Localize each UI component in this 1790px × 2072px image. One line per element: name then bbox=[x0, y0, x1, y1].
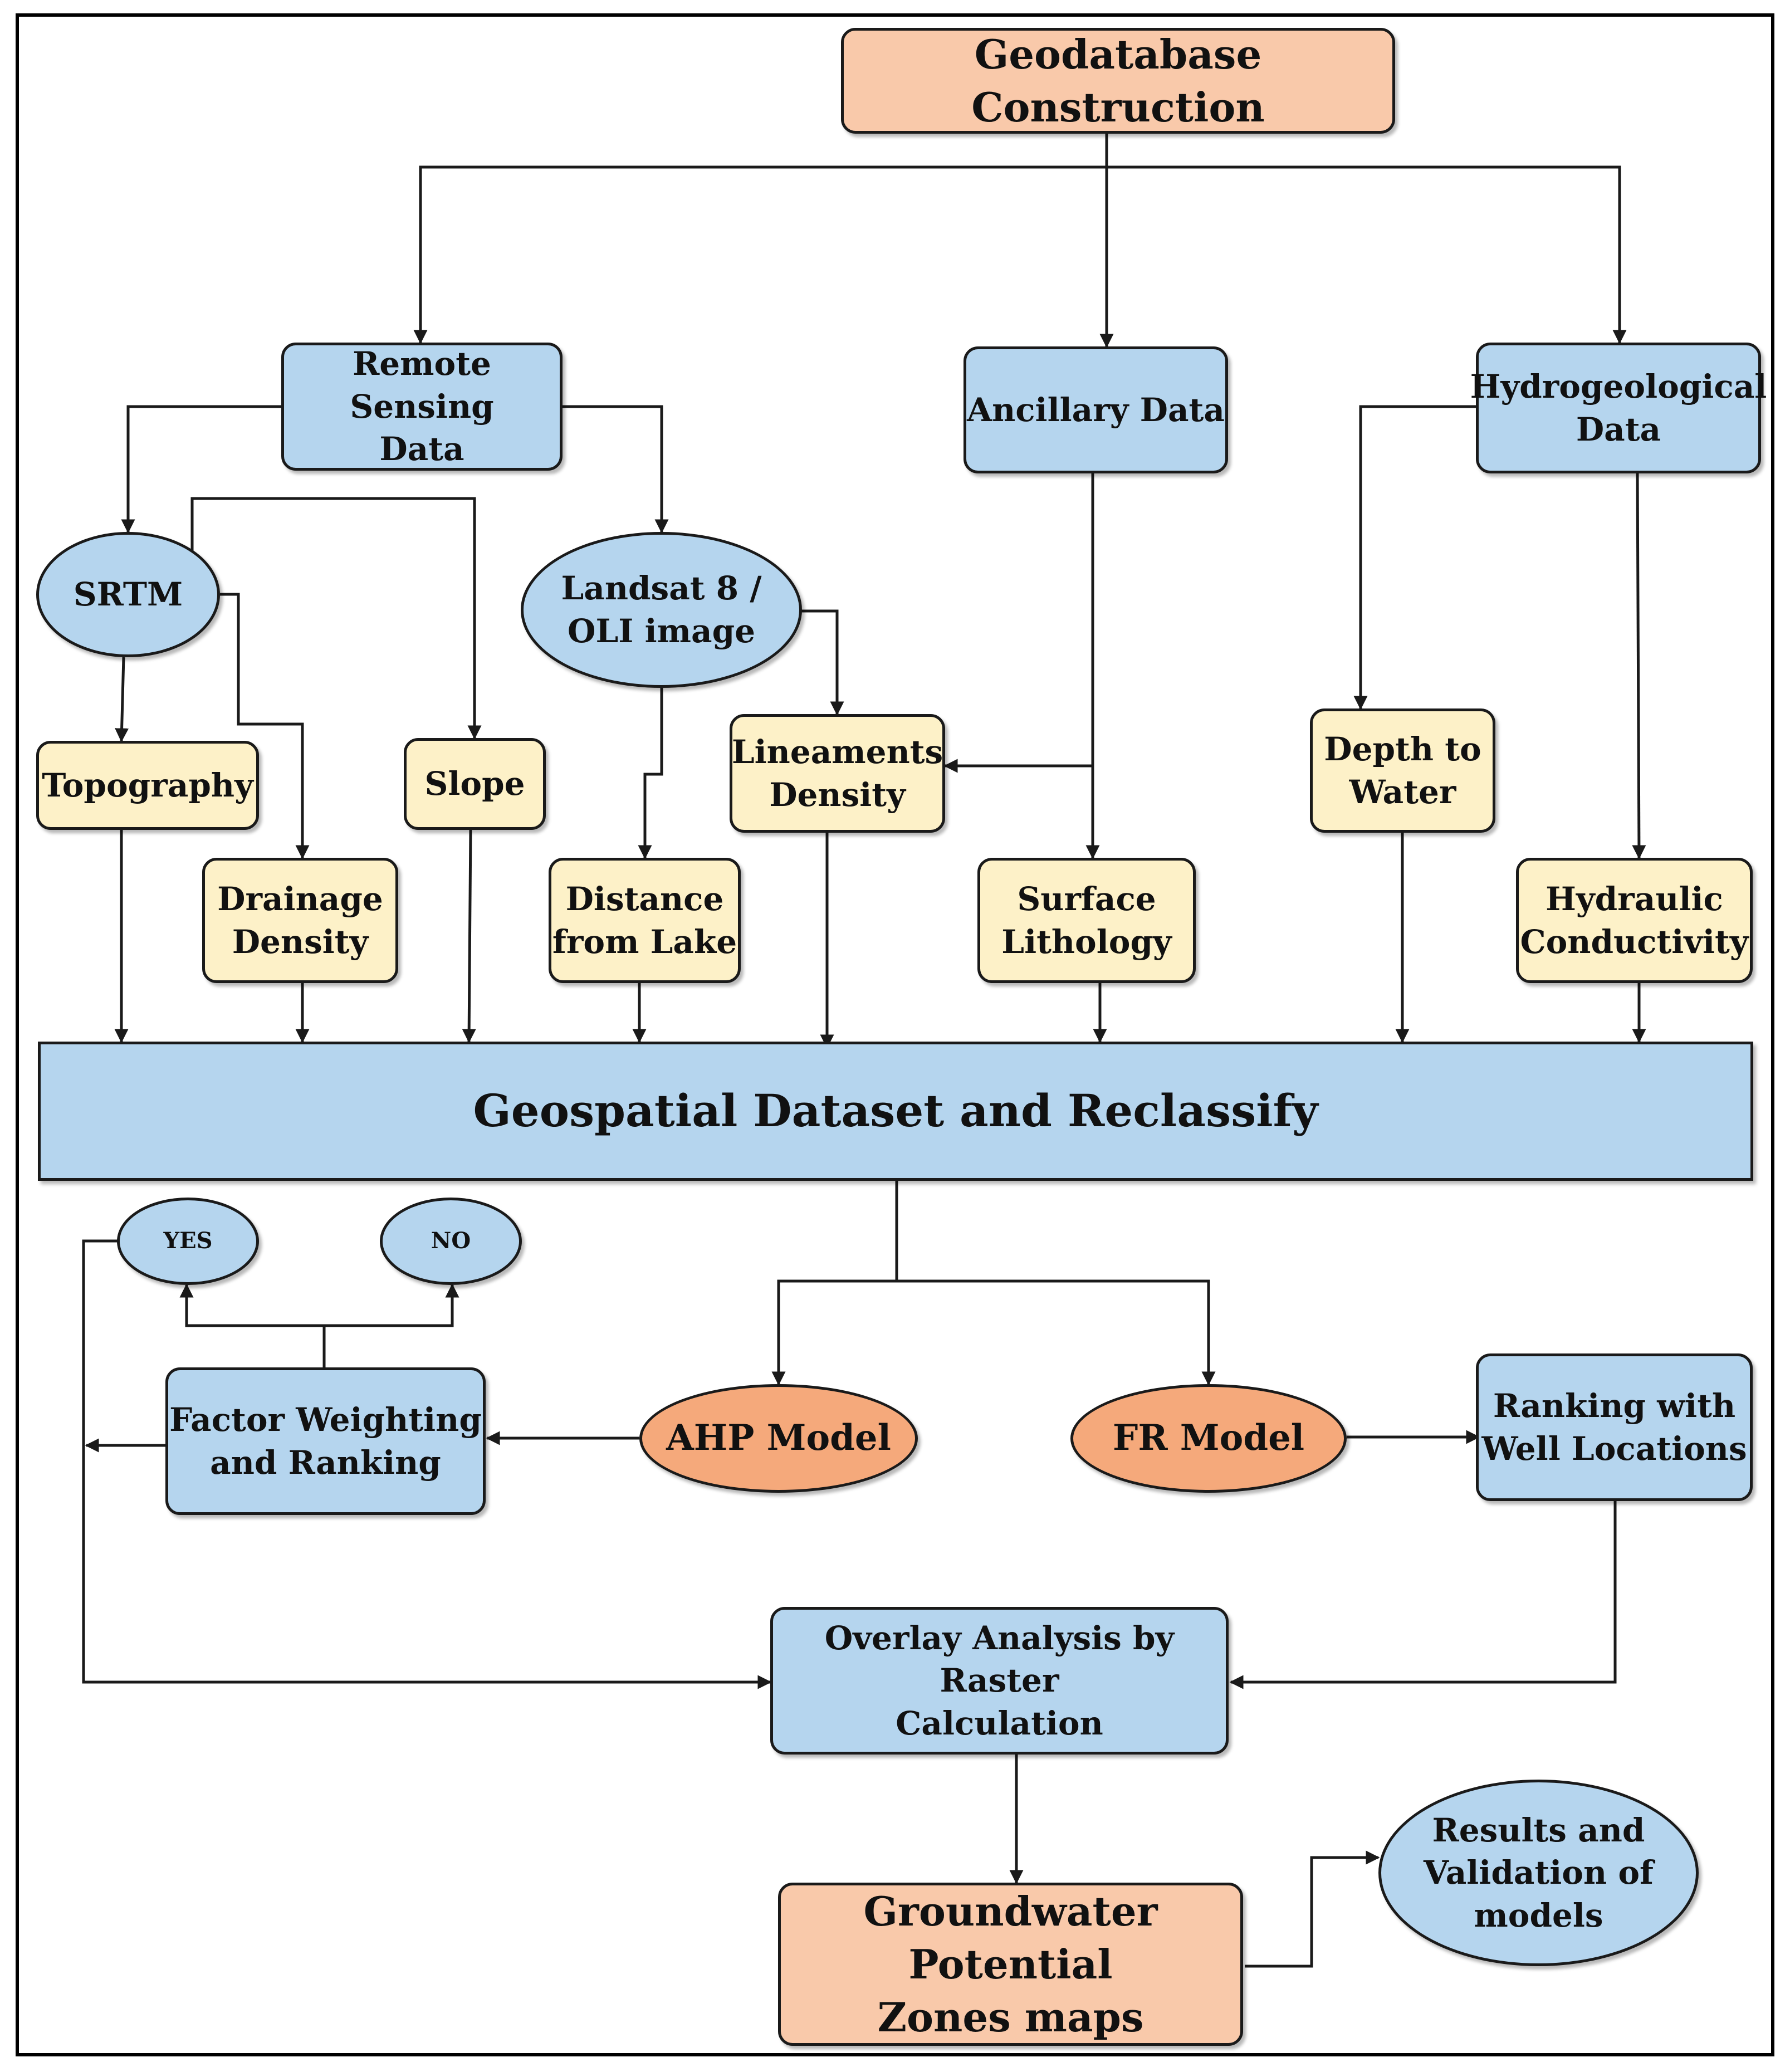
results-validation-node: Results and Validation of models bbox=[1378, 1780, 1699, 1966]
yes-node: YES bbox=[117, 1198, 259, 1285]
groundwater-potential-zones-node: Groundwater Potential Zones maps bbox=[778, 1883, 1243, 2046]
hydraulic-conductivity-node: Hydraulic Conductivity bbox=[1516, 858, 1753, 983]
edge-geospatial-to-fr bbox=[897, 1279, 1216, 1386]
slope-node: Slope bbox=[404, 738, 546, 830]
edge-geodatabase-to-hydrogeological bbox=[1107, 165, 1627, 344]
topography-node: Topography bbox=[36, 741, 259, 830]
edge-factor-to-no bbox=[324, 1283, 459, 1327]
drainage-density-node: Drainage Density bbox=[202, 858, 398, 983]
edge-srtm-to-topography bbox=[115, 657, 129, 742]
edge-factor-to-yes bbox=[179, 1283, 324, 1327]
lineaments-density-node: Lineaments Density bbox=[730, 714, 945, 833]
edge-geospatial-to-ahp bbox=[771, 1279, 897, 1386]
edge-hydrogeological-to-depth bbox=[1353, 405, 1476, 710]
edge-srtm-to-drainage bbox=[220, 593, 310, 859]
geodatabase-construction-node: Geodatabase Construction bbox=[841, 28, 1395, 134]
hydrogeological-data-node: Hydrogeological Data bbox=[1470, 343, 1767, 473]
factor-weighting-ranking-node: Factor Weighting and Ranking bbox=[165, 1367, 486, 1515]
edge-remote-sensing-to-srtm bbox=[121, 405, 281, 534]
edge-remote-sensing-to-landsat bbox=[563, 405, 669, 534]
overlay-analysis-node: Overlay Analysis by Raster Calculation bbox=[770, 1607, 1229, 1755]
diagram-border bbox=[16, 13, 1774, 2056]
edge-slope-to-geospatial bbox=[462, 829, 476, 1043]
distance-from-lake-node: Distance from Lake bbox=[549, 858, 741, 983]
no-node: NO bbox=[380, 1198, 522, 1285]
ancillary-data-node: Ancillary Data bbox=[964, 346, 1228, 473]
remote-sensing-data-node: Remote Sensing Data bbox=[281, 343, 563, 471]
ahp-model-node: AHP Model bbox=[639, 1384, 918, 1493]
edge-srtm-to-slope bbox=[190, 497, 482, 740]
ranking-well-locations-node: Ranking with Well Locations bbox=[1476, 1353, 1753, 1501]
surface-lithology-node: Surface Lithology bbox=[977, 858, 1196, 983]
geospatial-dataset-node: Geospatial Dataset and Reclassify bbox=[38, 1042, 1753, 1181]
fr-model-node: FR Model bbox=[1070, 1384, 1347, 1493]
depth-to-water-node: Depth to Water bbox=[1310, 708, 1495, 833]
edge-geodatabase-to-remote-sensing bbox=[413, 165, 1107, 344]
edge-landsat-to-distance bbox=[638, 688, 663, 859]
edge-yes-to-overlay bbox=[82, 1239, 772, 1689]
srtm-node: SRTM bbox=[36, 532, 220, 657]
landsat-oli-node: Landsat 8 / OLI image bbox=[521, 532, 802, 688]
edge-landsat-to-lineaments bbox=[799, 609, 844, 716]
edge-ranking-wells-to-overlay bbox=[1229, 1501, 1617, 1689]
edge-groundwater-to-results bbox=[1245, 1850, 1380, 1968]
edge-hydrogeological-to-hydraulic bbox=[1632, 473, 1646, 859]
